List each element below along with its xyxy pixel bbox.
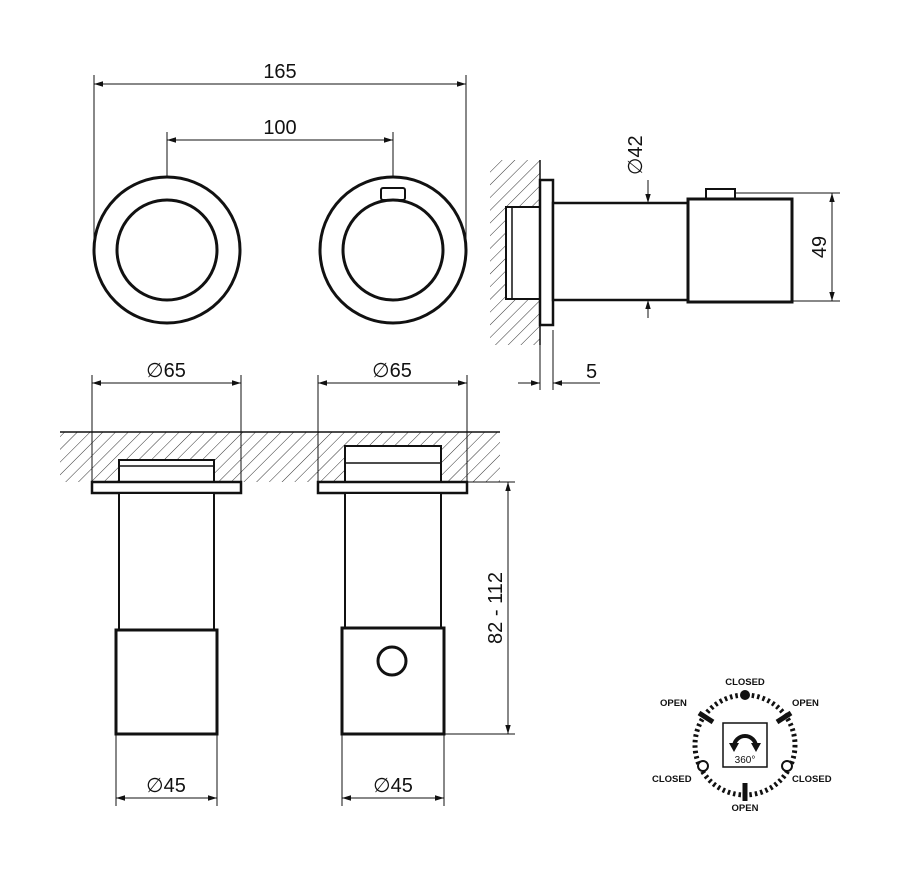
side-view: ∅42 49 5 bbox=[490, 135, 840, 390]
dial-label-bottom-right: CLOSED bbox=[792, 774, 832, 785]
dim-right-rosette-diameter: 65 bbox=[390, 360, 412, 382]
plan-view: ∅65 ∅65 ∅45 ∅45 82 - 112 bbox=[60, 360, 515, 806]
dim-side-offset: 5 bbox=[586, 361, 597, 383]
rotation-arrow-icon bbox=[729, 734, 761, 752]
dim-right-body-diameter: 45 bbox=[391, 775, 413, 797]
dim-projection-range: 82 - 112 bbox=[485, 572, 507, 644]
dial-angle: 360° bbox=[735, 755, 756, 766]
right-knob-lever bbox=[380, 187, 406, 201]
side-handle bbox=[686, 197, 794, 304]
dim-left-rosette-diameter: 65 bbox=[164, 360, 186, 382]
dial-label-top-right: OPEN bbox=[792, 698, 819, 709]
dim-right-body-symbol: ∅ bbox=[373, 775, 390, 797]
dim-overall-width: 165 bbox=[263, 61, 296, 83]
dim-left-body-symbol: ∅ bbox=[146, 775, 163, 797]
side-lever bbox=[705, 188, 736, 200]
dial-marker-open-right bbox=[775, 710, 793, 725]
dim-side-diameter-symbol: ∅ bbox=[625, 158, 647, 175]
left-handle bbox=[114, 628, 219, 736]
right-handle bbox=[340, 626, 446, 736]
dim-left-rosette-symbol: ∅ bbox=[146, 360, 163, 382]
left-knob bbox=[115, 198, 219, 302]
dial-marker-closed-right bbox=[781, 760, 793, 772]
rotation-dial: 360° CLOSED OPEN OPEN CLOSED CLOSED OPEN bbox=[652, 677, 832, 814]
right-shaft bbox=[344, 492, 442, 629]
svg-text:∅45: ∅45 bbox=[373, 775, 413, 797]
dial-label-top-left: OPEN bbox=[660, 698, 687, 709]
svg-text:∅42: ∅42 bbox=[625, 135, 647, 175]
dim-left-body-diameter: 45 bbox=[164, 775, 186, 797]
dim-right-rosette-symbol: ∅ bbox=[372, 360, 389, 382]
side-shaft bbox=[551, 201, 690, 302]
left-shaft bbox=[118, 492, 215, 631]
svg-text:∅45: ∅45 bbox=[146, 775, 186, 797]
dial-label-bottom-left: CLOSED bbox=[652, 774, 692, 785]
dial-marker-closed-left bbox=[697, 760, 709, 772]
dim-center-distance: 100 bbox=[263, 117, 296, 139]
dim-side-height: 49 bbox=[809, 236, 831, 258]
dial-label-bottom: OPEN bbox=[732, 803, 759, 814]
right-plate bbox=[316, 480, 469, 495]
right-handle-button bbox=[376, 645, 408, 677]
dial-marker-open-left bbox=[697, 710, 715, 725]
side-plate bbox=[538, 178, 555, 327]
svg-text:∅65: ∅65 bbox=[146, 360, 186, 382]
dial-marker-closed-top bbox=[740, 690, 750, 700]
front-view: 165 100 bbox=[92, 61, 468, 325]
right-knob bbox=[341, 198, 445, 302]
left-plate bbox=[90, 480, 243, 495]
dim-side-diameter: 42 bbox=[625, 135, 647, 157]
svg-text:∅65: ∅65 bbox=[372, 360, 412, 382]
dial-label-top: CLOSED bbox=[725, 677, 765, 688]
